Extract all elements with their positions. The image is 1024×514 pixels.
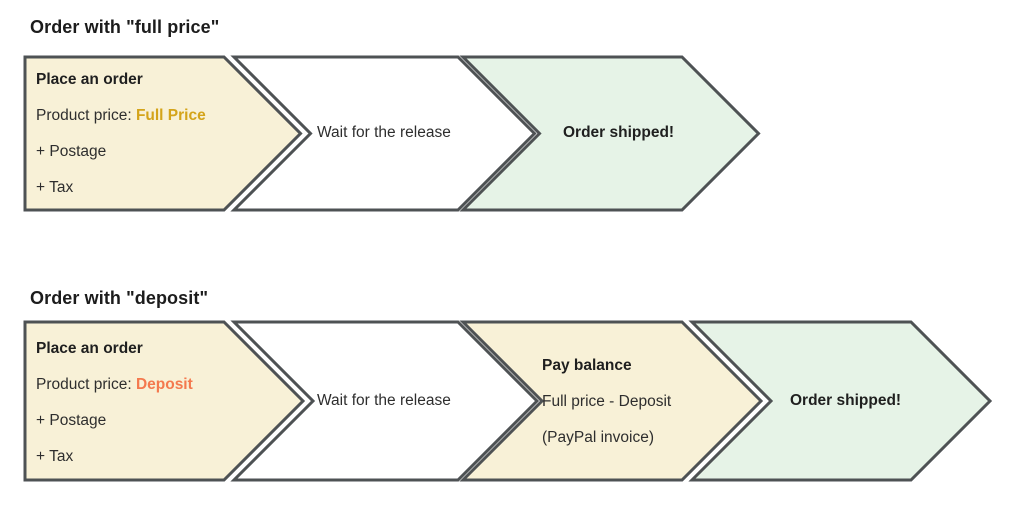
row2-step4-shape bbox=[688, 320, 993, 482]
row1-step2-shape bbox=[230, 55, 537, 212]
row2-step1-content: Place an order Product price: Deposit + … bbox=[36, 338, 193, 468]
full-price-value: Full Price bbox=[135, 107, 206, 124]
row2-step3-title: Pay balance bbox=[542, 357, 632, 374]
row1-step2-label: Wait for the release bbox=[317, 124, 451, 141]
row1-step3-label: Order shipped! bbox=[563, 124, 675, 141]
row2-step3-line1: Full price - Deposit bbox=[542, 393, 672, 410]
row1-step3-shape bbox=[459, 55, 761, 212]
row1-step1-postage: + Postage bbox=[36, 143, 107, 160]
row1-heading: Order with "full price" bbox=[30, 17, 220, 37]
row1-step1-shape bbox=[23, 55, 303, 212]
row2-step1-title: Place an order bbox=[36, 340, 143, 357]
row1-step1-content: Place an order Product price: Full Price… bbox=[36, 69, 206, 199]
deposit-value: Deposit bbox=[135, 376, 193, 393]
row2-step3-line2: (PayPal invoice) bbox=[542, 429, 654, 446]
price-label: Product price: bbox=[36, 107, 136, 124]
price-label: Product price: bbox=[36, 376, 136, 393]
row1-step1-price-line: Product price: Full Price bbox=[36, 105, 206, 127]
row2-step1-price-line: Product price: Deposit bbox=[36, 374, 193, 396]
row1-step1-tax: + Tax bbox=[36, 179, 74, 196]
row2-step3-content: Pay balance Full price - Deposit (PayPal… bbox=[542, 355, 671, 449]
row1-step1-title: Place an order bbox=[36, 71, 143, 88]
row2-step1-postage: + Postage bbox=[36, 412, 107, 429]
row2-step1-shape bbox=[23, 320, 306, 482]
row2-step2-shape bbox=[230, 320, 540, 482]
row2-step3-shape bbox=[459, 320, 764, 482]
row2-step1-tax: + Tax bbox=[36, 448, 74, 465]
row2-heading: Order with "deposit" bbox=[30, 288, 209, 308]
row2-step2-label: Wait for the release bbox=[317, 392, 451, 409]
row2-step4-label: Order shipped! bbox=[790, 392, 902, 409]
